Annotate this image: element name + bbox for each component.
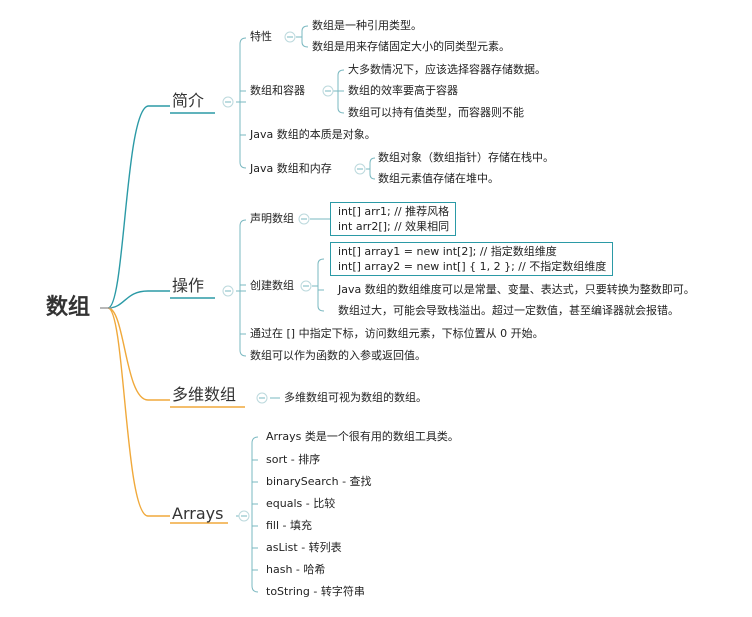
node-neicun[interactable]: Java 数组和内存: [250, 162, 332, 175]
node-rongqi-item-3[interactable]: 数组可以持有值类型，而容器则不能: [348, 106, 524, 119]
node-rongqi[interactable]: 数组和容器: [250, 84, 305, 97]
node-duowei[interactable]: 多维数组: [172, 385, 237, 404]
branch-arrays-line: [107, 307, 170, 517]
node-chuangjian-item-2[interactable]: 数组过大，可能会导致栈溢出。超过一定数值，甚至编译器就会报错。: [338, 304, 679, 317]
node-arrays-binarysearch[interactable]: binarySearch - 查找: [266, 475, 372, 488]
node-duowei-item[interactable]: 多维数组可视为数组的数组。: [284, 391, 427, 404]
node-caozuo[interactable]: 操作: [172, 276, 205, 295]
node-jianjie[interactable]: 简介: [172, 91, 205, 110]
node-arrays-sort[interactable]: sort - 排序: [266, 453, 321, 466]
node-benzhi[interactable]: Java 数组的本质是对象。: [250, 128, 376, 141]
node-arrays-tostring[interactable]: toString - 转字符串: [266, 585, 365, 598]
code-shengming[interactable]: int[] arr1; // 推荐风格 int arr2[]; // 效果相同: [330, 202, 457, 236]
node-fangwen[interactable]: 通过在 [] 中指定下标，访问数组元素，下标位置从 0 开始。: [250, 327, 544, 340]
node-arrays-fill[interactable]: fill - 填充: [266, 519, 313, 532]
node-shengming[interactable]: 声明数组: [250, 212, 294, 225]
node-texing-item-1[interactable]: 数组是一种引用类型。: [312, 19, 422, 32]
code-line: int[] array1 = new int[2]; // 指定数组维度: [338, 245, 557, 258]
node-arrays-equals[interactable]: equals - 比较: [266, 497, 336, 510]
branch-jianjie-line: [107, 105, 170, 309]
code-line: int[] array2 = new int[] { 1, 2 }; // 不指…: [338, 260, 607, 273]
code-chuangjian[interactable]: int[] array1 = new int[2]; // 指定数组维度 int…: [330, 242, 614, 276]
node-arrays-hash[interactable]: hash - 哈希: [266, 563, 326, 576]
node-chuangjian-item-1[interactable]: Java 数组的数组维度可以是常量、变量、表达式，只要转换为整数即可。: [338, 283, 695, 296]
node-arrays[interactable]: Arrays: [172, 504, 224, 523]
node-canshu[interactable]: 数组可以作为函数的入参或返回值。: [250, 349, 426, 362]
node-neicun-item-2[interactable]: 数组元素值存储在堆中。: [378, 172, 499, 185]
node-texing-item-2[interactable]: 数组是用来存储固定大小的同类型元素。: [312, 40, 510, 53]
node-rongqi-item-2[interactable]: 数组的效率要高于容器: [348, 84, 458, 97]
code-line: int[] arr1; // 推荐风格: [338, 205, 450, 218]
node-arrays-item-1[interactable]: Arrays 类是一个很有用的数组工具类。: [266, 430, 459, 443]
branch-duowei-line: [107, 307, 170, 401]
root-node[interactable]: 数组: [46, 295, 91, 320]
node-arrays-aslist[interactable]: asList - 转列表: [266, 541, 342, 554]
node-chuangjian[interactable]: 创建数组: [250, 279, 294, 292]
node-neicun-item-1[interactable]: 数组对象（数组指针）存储在栈中。: [378, 151, 554, 164]
node-texing[interactable]: 特性: [250, 30, 272, 43]
code-line: int arr2[]; // 效果相同: [338, 220, 450, 233]
node-rongqi-item-1[interactable]: 大多数情况下，应该选择容器存储数据。: [348, 63, 546, 76]
branch-caozuo-line: [107, 290, 170, 309]
